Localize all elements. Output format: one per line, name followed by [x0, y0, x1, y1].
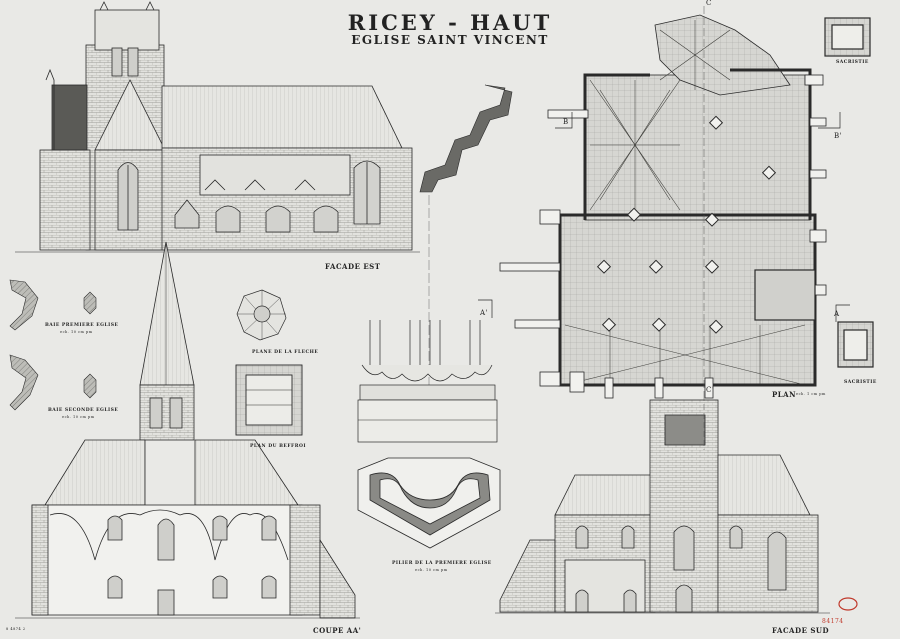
plan-scale: ech. 1 cm pm: [796, 392, 826, 396]
pilier-scale: ech. 10 cm pm: [415, 568, 448, 572]
section-markers: [478, 112, 850, 322]
section-mark-a-prime: A': [480, 309, 488, 317]
plan-label: PLAN: [772, 390, 797, 399]
facade-est-label: FACADE EST: [325, 262, 381, 271]
baie-seconde-profile: [9, 354, 97, 411]
pilier-label: PILIER DE LA PREMIERE EGLISE: [392, 561, 492, 566]
section-mark-b-prime: B': [834, 132, 843, 140]
drawing-title: RICEY - HAUT: [347, 10, 553, 35]
pier-section: [357, 457, 501, 549]
sheet-number: 8 4874 2: [6, 627, 26, 631]
belfry-plan: [235, 364, 303, 436]
sacristie-plan-bottom: [837, 321, 874, 368]
section-mark-c-top: C: [706, 0, 712, 7]
sacristie-bottom-label: SACRISTIE: [844, 380, 877, 385]
plane-fleche-label: PLANE DE LA FLECHE: [252, 350, 319, 355]
baie-premiere-label: BAIE PREMIERE EGLISE: [45, 323, 119, 328]
section-aa-drawing: [15, 241, 360, 619]
sacristie-plan-top: [824, 17, 871, 57]
pier-elevation: [357, 320, 498, 443]
plan-beffroi-label: PLAN DU BEFFROI: [250, 444, 307, 449]
section-mark-b: B: [563, 118, 569, 126]
section-mark-c-bottom: C': [706, 386, 715, 394]
baie-premiere-scale: ech. 10 cm pm: [60, 330, 93, 334]
facade-est-elevation: [15, 1, 420, 253]
stamp-number: 84174: [822, 618, 844, 625]
coupe-label: COUPE AA': [313, 626, 362, 635]
facade-sud-label: FACADE SUD: [772, 626, 830, 635]
spire-plan: [236, 289, 287, 341]
baie-seconde-scale: ech. 10 cm pm: [62, 415, 95, 419]
church-plan: [499, 6, 827, 399]
archive-stamp: [838, 597, 858, 611]
baie-premiere-profile: [9, 279, 97, 331]
facade-sud-elevation: [495, 395, 830, 614]
drawing-subtitle: EGLISE SAINT VINCENT: [351, 33, 549, 47]
sacristie-top-label: SACRISTIE: [836, 60, 869, 65]
baie-seconde-label: BAIE SECONDE EGLISE: [48, 408, 119, 413]
section-mark-a: A: [834, 310, 840, 318]
